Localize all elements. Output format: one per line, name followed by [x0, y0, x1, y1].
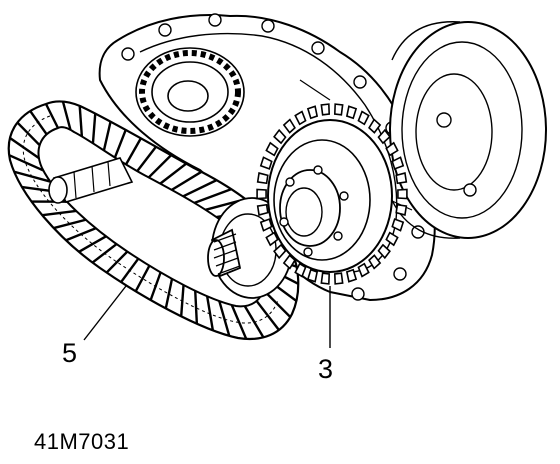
- chain-link: [218, 300, 231, 337]
- chain-link: [113, 129, 127, 159]
- sprocket-tooth: [333, 103, 344, 116]
- sprocket-tooth: [395, 172, 408, 185]
- sprocket-tooth: [377, 128, 391, 145]
- sprocket-tooth: [395, 203, 408, 216]
- chain-link: [171, 170, 203, 191]
- chain-link: [61, 101, 72, 131]
- front-sprocket: [207, 197, 293, 299]
- sprocket-tooth: [391, 156, 405, 170]
- chain-link: [102, 121, 112, 151]
- sprocket-tooth: [377, 243, 391, 260]
- sprocket-tooth: [357, 110, 370, 126]
- chain-link: [159, 162, 187, 185]
- sprocket-tooth: [345, 268, 358, 283]
- sprocket-tooth: [256, 203, 269, 216]
- chain-link: [230, 304, 248, 340]
- sprocket-tooth: [273, 128, 287, 145]
- chain-link: [29, 110, 48, 136]
- sprocket-tooth: [333, 272, 344, 285]
- chain-link: [124, 137, 142, 166]
- chain-link: [194, 290, 199, 324]
- sprocket-tooth: [273, 243, 287, 260]
- chain-link: [8, 154, 44, 172]
- sprocket-tooth: [368, 118, 382, 134]
- chain-link: [194, 188, 232, 205]
- sprocket-tooth: [265, 141, 279, 157]
- figure-reference: 41M7031: [34, 429, 130, 454]
- chain-link: [164, 278, 174, 309]
- sprocket-tooth: [357, 262, 370, 278]
- sprocket-tooth: [259, 218, 273, 232]
- chain-link: [205, 296, 215, 331]
- sprocket-tooth: [306, 105, 319, 120]
- sprocket-tooth: [391, 218, 405, 232]
- chain-link: [134, 265, 151, 292]
- chain-link: [16, 121, 41, 147]
- chain-link: [78, 105, 84, 137]
- chain-link: [9, 137, 40, 160]
- chain-link: [78, 235, 107, 253]
- sprocket-tooth: [385, 141, 399, 157]
- front-output-shaft: [48, 157, 134, 204]
- main-sprocket: [256, 103, 408, 285]
- leader-line-chain: [83, 285, 127, 341]
- chain-link: [105, 250, 129, 274]
- chain-link: [53, 218, 87, 230]
- rear-output-housing: [389, 21, 547, 239]
- sprocket-tooth: [385, 231, 399, 247]
- sprocket-tooth: [294, 110, 307, 126]
- chain-link: [255, 300, 280, 331]
- callout-chain: 5: [62, 338, 77, 368]
- sprocket-tooth: [306, 268, 319, 283]
- sprocket-tooth: [259, 156, 273, 170]
- chain-link: [147, 154, 172, 179]
- sprocket-tooth: [397, 188, 408, 200]
- chain-link: [182, 179, 218, 198]
- chain-link: [136, 146, 157, 172]
- sprocket-tooth: [282, 118, 296, 134]
- sprocket-tooth: [265, 231, 279, 247]
- sprocket-tooth: [320, 272, 331, 285]
- callout-sprocket: 3: [318, 354, 333, 384]
- input-gear: [135, 47, 245, 137]
- sprocket-tooth: [368, 254, 382, 270]
- sprocket-tooth: [256, 188, 267, 200]
- sprocket-tooth: [320, 103, 331, 116]
- leader-lines: [83, 285, 331, 348]
- sprocket-tooth: [256, 172, 269, 185]
- chain-link: [91, 113, 97, 144]
- sprocket-tooth: [282, 254, 296, 270]
- chain-link: [44, 103, 60, 129]
- sprocket-tooth: [345, 105, 358, 120]
